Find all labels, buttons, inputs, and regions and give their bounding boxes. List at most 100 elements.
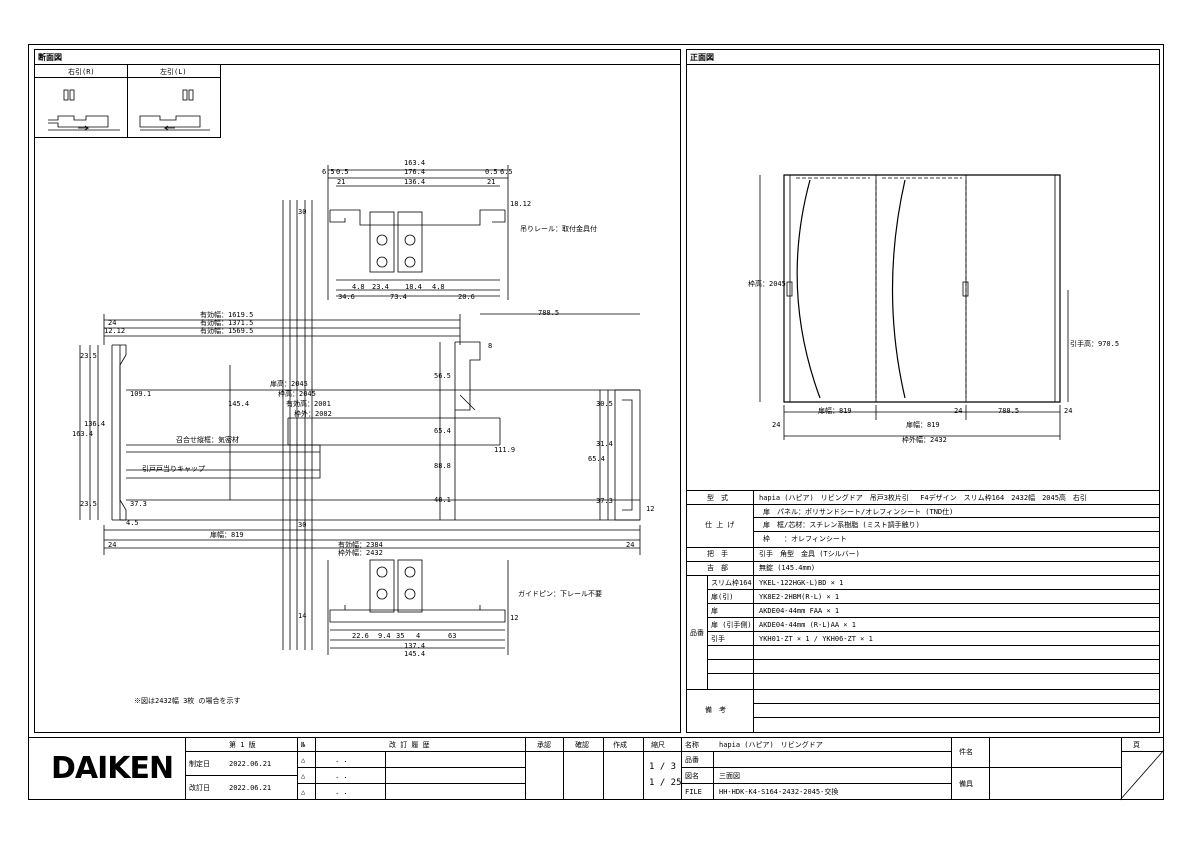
lock-value: 無錠 (145.4mm) — [759, 564, 816, 572]
spec-row-line — [753, 717, 1159, 718]
note-seal: 召合せ縦框：気密材 — [176, 436, 239, 444]
dim-v163-4: 163.4 — [72, 430, 94, 438]
dim-w788: 788.5 — [538, 309, 560, 317]
spec-row-line — [707, 631, 1159, 632]
col-line — [713, 751, 714, 799]
dim-b-22-6: 22.6 — [352, 632, 369, 640]
spec-row-line — [687, 575, 1159, 576]
dim-h2045b: 枠高：2045 — [278, 390, 316, 398]
swing-table-divider — [127, 64, 128, 138]
dim-w30: 30 — [298, 521, 307, 529]
section-view-panel — [34, 49, 681, 733]
part-code-0: YKEL-122HGK-L)BD × 1 — [759, 579, 844, 587]
parts-col — [707, 575, 708, 689]
dim-w2432: 枠外幅：2432 — [338, 549, 383, 557]
spec-row-line — [707, 617, 1159, 618]
dim-v37-3b: 37.3 — [596, 497, 613, 505]
tb-row-line — [297, 783, 525, 784]
spec-table: 型 式 hapia (ハピア) リビングドア 吊戸3枚片引 F4デザイン スリム… — [686, 490, 1160, 733]
dim-w24: 24 — [108, 319, 117, 327]
dim-h2082: 枠外：2082 — [294, 410, 332, 418]
front-d24b: 24 — [954, 407, 963, 415]
col-line — [525, 738, 526, 799]
file-label: FILE — [685, 788, 702, 796]
dim-top-b: 0.5 — [336, 168, 349, 176]
created-date: 2022.06.21 — [229, 760, 272, 768]
revised-label: 改訂日 — [189, 784, 210, 792]
finish-3: 枠 ：オレフィンシート — [763, 535, 847, 543]
front-d24c: 24 — [1064, 407, 1073, 415]
part-name-2: 扉 — [711, 607, 718, 615]
spec-row-line — [707, 589, 1159, 590]
dim-v111-9: 111.9 — [494, 446, 516, 454]
dim-w24c: 24 — [626, 541, 635, 549]
spec-row-line — [687, 504, 1159, 505]
remarks-label: 備 考 — [705, 706, 726, 714]
spec-row-line — [753, 531, 1159, 532]
front-d819b: 扉幅：819 — [906, 421, 940, 429]
front-view-header-line — [686, 64, 1160, 65]
rail-note2: ガイドピン：下レール不要 — [518, 590, 602, 598]
title-block: DAIKEN 第 1 版 制定日 2022.06.21 改訂日 2022.06.… — [28, 737, 1164, 800]
col-line — [297, 738, 298, 799]
tb-row-line — [525, 751, 681, 752]
dim-b-4: 4 — [416, 632, 421, 640]
file-value: HH-HDK-K4-S164-2432-2045-交換 — [719, 788, 839, 796]
dim-v88-8: 88.8 — [434, 462, 451, 470]
logo: DAIKEN — [51, 751, 174, 786]
spec-row-line — [753, 517, 1159, 518]
front-d819a: 扉幅：819 — [818, 407, 852, 415]
rev-mark-0: △ — [301, 756, 306, 764]
front-height: 枠高：2045 — [748, 280, 786, 288]
dim-v31-4: 31.4 — [596, 440, 613, 448]
dim-b-9-4: 9.4 — [378, 632, 391, 640]
part-code-3: AKDE04-44mm (R-L)AA × 1 — [759, 621, 856, 629]
dim-v37-3a: 37.3 — [130, 500, 147, 508]
dim-b-4-8a: 4.8 — [352, 283, 365, 291]
tb-row-line — [297, 767, 525, 768]
section-view-header-line — [34, 64, 681, 65]
col-line — [1121, 738, 1122, 799]
make-label: 作成 — [613, 741, 627, 749]
dim-top-21b: 21 — [487, 178, 496, 186]
front-d24a: 24 — [772, 421, 781, 429]
part-name-0: スリム枠164 — [711, 579, 752, 587]
dim-b-18-4: 18.4 — [405, 283, 422, 291]
part-code-4: YKH01-ZT × 1 / YKH06-ZT × 1 — [759, 635, 873, 643]
inspect-label: 確認 — [575, 741, 589, 749]
finish-2: 扉 框/芯材：スチレン系樹脂 (ミスト調手触り) — [763, 521, 920, 529]
dim-w2384: 有効幅：2384 — [338, 541, 383, 549]
tb-row-line — [681, 783, 951, 784]
dim-w1569: 有効幅：1569.5 — [200, 327, 254, 335]
dim-v12: 12 — [646, 505, 655, 513]
col-line — [951, 738, 952, 799]
tb-row-line — [681, 767, 951, 768]
dim-b-4-8b: 4.8 — [432, 283, 445, 291]
dim-top-d: 0.5 — [485, 168, 498, 176]
rev-dots-0: . . — [335, 756, 348, 764]
dim-b-23-4: 23.4 — [372, 283, 389, 291]
spec-row-line — [753, 703, 1159, 704]
dim-top-a: 6.5 — [322, 168, 335, 176]
front-h970: 引手高：970.5 — [1070, 340, 1120, 348]
front-view-title: 正面図 — [690, 53, 714, 62]
tb-row-line — [1121, 751, 1163, 752]
tb-row-line — [681, 751, 951, 752]
finish-1: 扉 パネル：ポリサンドシート/オレフィンシート (TND仕) — [763, 508, 954, 516]
case-label: 件名 — [959, 748, 973, 756]
tb-row-line — [185, 775, 297, 776]
created-label: 制定日 — [189, 760, 210, 768]
swing-table-header-line — [34, 77, 221, 78]
finish-label: 仕 上 げ — [705, 521, 735, 529]
part-code-2: AKDE04-44mm FAA × 1 — [759, 607, 840, 615]
dim-top-c: 176.4 — [404, 168, 426, 176]
spec-label-col — [753, 491, 754, 732]
col-line — [385, 751, 386, 799]
scale-1: 1 / 3 — [649, 762, 677, 772]
drawing-value: 三面図 — [719, 772, 740, 780]
scale-label: 縮尺 — [651, 741, 665, 749]
col-line — [989, 738, 990, 799]
dim-b-35: 35 — [396, 632, 405, 640]
drawing-footnote: ※図は2432幅 3枚 の場合を示す — [134, 697, 241, 705]
